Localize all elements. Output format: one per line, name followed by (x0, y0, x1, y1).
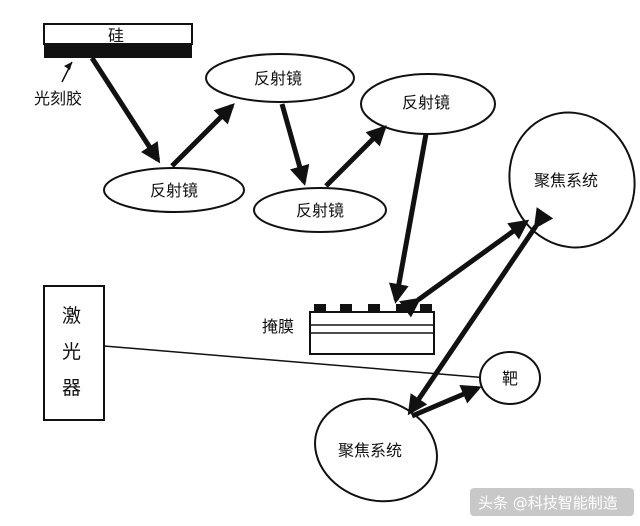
watermark: 头条 @科技智能制造 (470, 488, 634, 516)
laser: 激 光 器 (43, 285, 105, 421)
mirror-3-label: 反射镜 (296, 201, 344, 220)
focusing-system-bottom: 聚焦系统 (314, 397, 438, 503)
arrow-focusing-bottom-to-target (411, 385, 482, 419)
arrow-focusing-top-to-focusing-bottom (407, 207, 554, 416)
photoresist-layer (44, 44, 192, 58)
photoresist-pointer-head (64, 62, 72, 70)
mirror-3: 反射镜 (253, 187, 387, 233)
mask-label: 掩膜 (262, 317, 294, 336)
silicon-wafer: 硅 (43, 23, 193, 58)
target-label: 靶 (502, 369, 518, 388)
beam-arrows (89, 56, 554, 419)
arrow-wafer-to-mirror-1 (89, 56, 161, 164)
mirror-2: 反射镜 (205, 53, 355, 103)
focusing-system-top: 聚焦系统 (508, 111, 636, 249)
photoresist-label: 光刻胶 (34, 89, 82, 108)
silicon-label: 硅 (108, 26, 124, 45)
laser-label-char-2: 光 (62, 341, 81, 363)
arrow-mirror-2-to-mirror-3 (279, 103, 310, 186)
mirror-4-label: 反射镜 (402, 93, 450, 112)
mirror-2-label: 反射镜 (254, 69, 302, 88)
mask: 掩膜 (262, 304, 435, 355)
focusing-system-bottom-label: 聚焦系统 (338, 441, 402, 460)
arrow-mirror-3-to-mirror-4 (324, 125, 387, 188)
arrow-mirror-1-to-mirror-2 (170, 103, 235, 168)
mirror-1: 反射镜 (103, 167, 245, 213)
watermark-text: 头条 @科技智能制造 (478, 494, 618, 512)
laser-label-char-1: 激 (62, 305, 81, 327)
mirror-4: 反射镜 (360, 73, 496, 135)
focusing-system-top-label: 聚焦系统 (534, 171, 598, 190)
laser-label-char-3: 器 (62, 377, 81, 399)
arrow-mirror-4-to-mask (389, 133, 429, 304)
mirror-1-label: 反射镜 (150, 181, 198, 200)
laser-box (43, 285, 105, 421)
target: 靶 (479, 351, 541, 405)
